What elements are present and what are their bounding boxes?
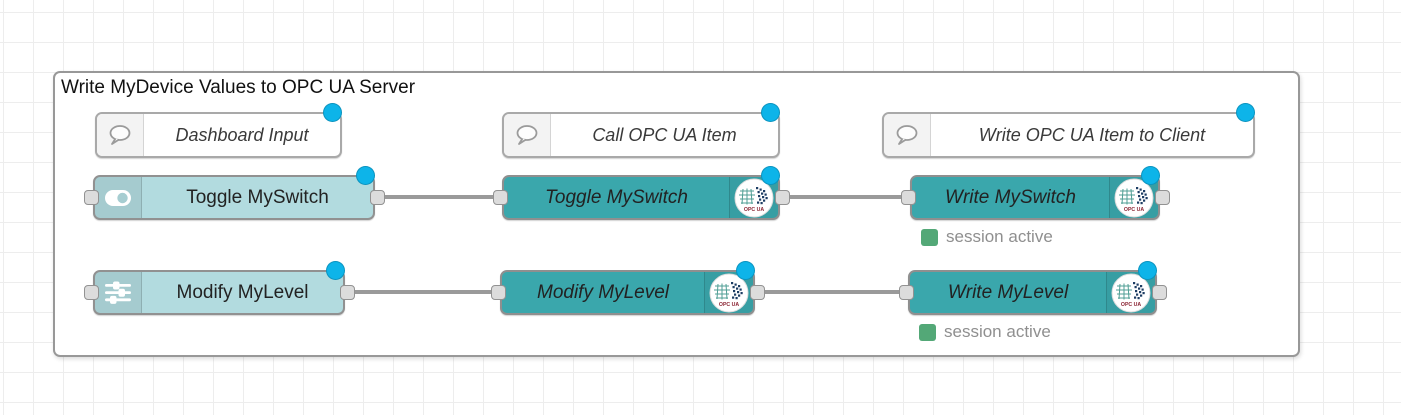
node-label: Modify MyLevel [537, 281, 669, 303]
changed-indicator [323, 103, 342, 122]
node-label: Write OPC UA Item to Client [978, 124, 1206, 145]
changed-indicator [1141, 166, 1160, 185]
output-port[interactable] [1155, 190, 1170, 205]
node-label: Dashboard Input [175, 124, 309, 145]
output-port[interactable] [750, 285, 765, 300]
changed-indicator [1138, 261, 1157, 280]
input-port[interactable] [84, 190, 99, 205]
opcua-label: OPC UA [1124, 207, 1144, 213]
changed-indicator [761, 166, 780, 185]
node-status: session active [921, 227, 1053, 247]
changed-indicator [356, 166, 375, 185]
wire[interactable] [347, 290, 499, 294]
opcua-icon: OPC UA [1106, 272, 1155, 313]
comment-icon [884, 114, 931, 156]
status-text: session active [944, 322, 1051, 341]
wire[interactable] [782, 195, 909, 199]
node-label: Toggle MySwitch [186, 186, 329, 208]
input-port[interactable] [493, 190, 508, 205]
wire[interactable] [757, 290, 907, 294]
group-title: Write MyDevice Values to OPC UA Server [61, 77, 416, 98]
opcua-label: OPC UA [744, 207, 764, 213]
output-port[interactable] [340, 285, 355, 300]
wire[interactable] [377, 195, 501, 199]
node-label: Call OPC UA Item [592, 124, 737, 145]
node-dashboard-modify-mylevel[interactable]: Modify MyLevel [93, 261, 345, 315]
comment-icon [504, 114, 551, 156]
node-opcua-call-toggle-myswitch[interactable]: Toggle MySwitch OPC UA [502, 166, 780, 220]
node-comment-dashboard-input[interactable]: Dashboard Input [95, 103, 342, 158]
output-port[interactable] [775, 190, 790, 205]
node-label: Toggle MySwitch [545, 186, 688, 208]
node-comment-call-opcua-item[interactable]: Call OPC UA Item [502, 103, 780, 158]
status-dot [919, 323, 936, 341]
output-port[interactable] [370, 190, 385, 205]
node-opcua-call-modify-mylevel[interactable]: Modify MyLevel OPC UA [500, 261, 755, 315]
changed-indicator [736, 261, 755, 280]
status-text: session active [946, 227, 1053, 246]
node-status: session active [919, 322, 1051, 342]
changed-indicator [326, 261, 345, 280]
changed-indicator [761, 103, 780, 122]
comment-icon [97, 114, 144, 156]
opcua-label: OPC UA [719, 302, 739, 308]
changed-indicator [1236, 103, 1255, 122]
node-dashboard-toggle-myswitch[interactable]: Toggle MySwitch [93, 166, 375, 220]
node-comment-write-opcua-item[interactable]: Write OPC UA Item to Client [882, 103, 1255, 158]
opcua-label: OPC UA [1121, 302, 1141, 308]
input-port[interactable] [491, 285, 506, 300]
node-opcua-write-mylevel[interactable]: Write MyLevel OPC UA [908, 261, 1157, 315]
toggle-icon [95, 177, 142, 218]
input-port[interactable] [901, 190, 916, 205]
input-port[interactable] [84, 285, 99, 300]
node-opcua-write-myswitch[interactable]: Write MySwitch OPC UA [910, 166, 1160, 220]
output-port[interactable] [1152, 285, 1167, 300]
input-port[interactable] [899, 285, 914, 300]
node-label: Modify MyLevel [176, 281, 309, 303]
node-label: Write MyLevel [947, 281, 1069, 303]
status-dot [921, 228, 938, 246]
opcua-icon: OPC UA [729, 177, 778, 218]
sliders-icon [95, 272, 142, 313]
node-label: Write MySwitch [945, 186, 1076, 208]
